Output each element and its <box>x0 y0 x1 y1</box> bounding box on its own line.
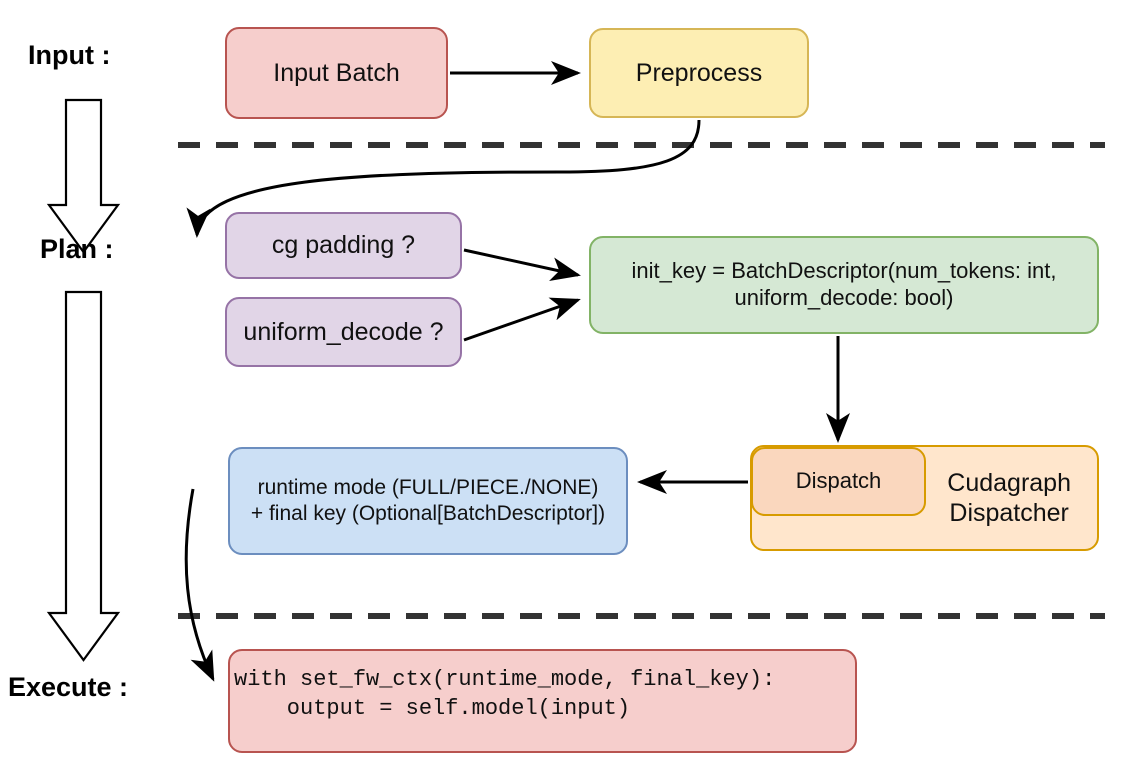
stage-label-execute: Execute : <box>8 672 129 702</box>
node-dispatch[interactable]: Dispatch <box>751 447 926 516</box>
node-input-batch[interactable]: Input Batch <box>225 27 448 119</box>
node-runtime-mode[interactable]: runtime mode (FULL/PIECE./NONE) + final … <box>228 447 628 555</box>
node-uniform-decode[interactable]: uniform_decode ? <box>225 297 462 367</box>
stage-label-input: Input : <box>28 40 111 70</box>
arrow-uniform-decode-to-init-key <box>463 297 581 342</box>
stage-label-plan: Plan : <box>40 234 114 264</box>
input-to-plan-block-arrow <box>46 98 121 254</box>
plan-to-execute-block-arrow <box>46 290 121 662</box>
node-code-block[interactable]: with set_fw_ctx(runtime_mode, final_key)… <box>228 649 857 753</box>
arrow-cg-padding-to-init-key <box>463 248 581 281</box>
node-cg-padding[interactable]: cg padding ? <box>225 212 462 279</box>
arrow-runtime-mode-to-code <box>184 488 215 682</box>
node-init-key[interactable]: init_key = BatchDescriptor(num_tokens: i… <box>589 236 1099 334</box>
node-preprocess[interactable]: Preprocess <box>589 28 809 118</box>
